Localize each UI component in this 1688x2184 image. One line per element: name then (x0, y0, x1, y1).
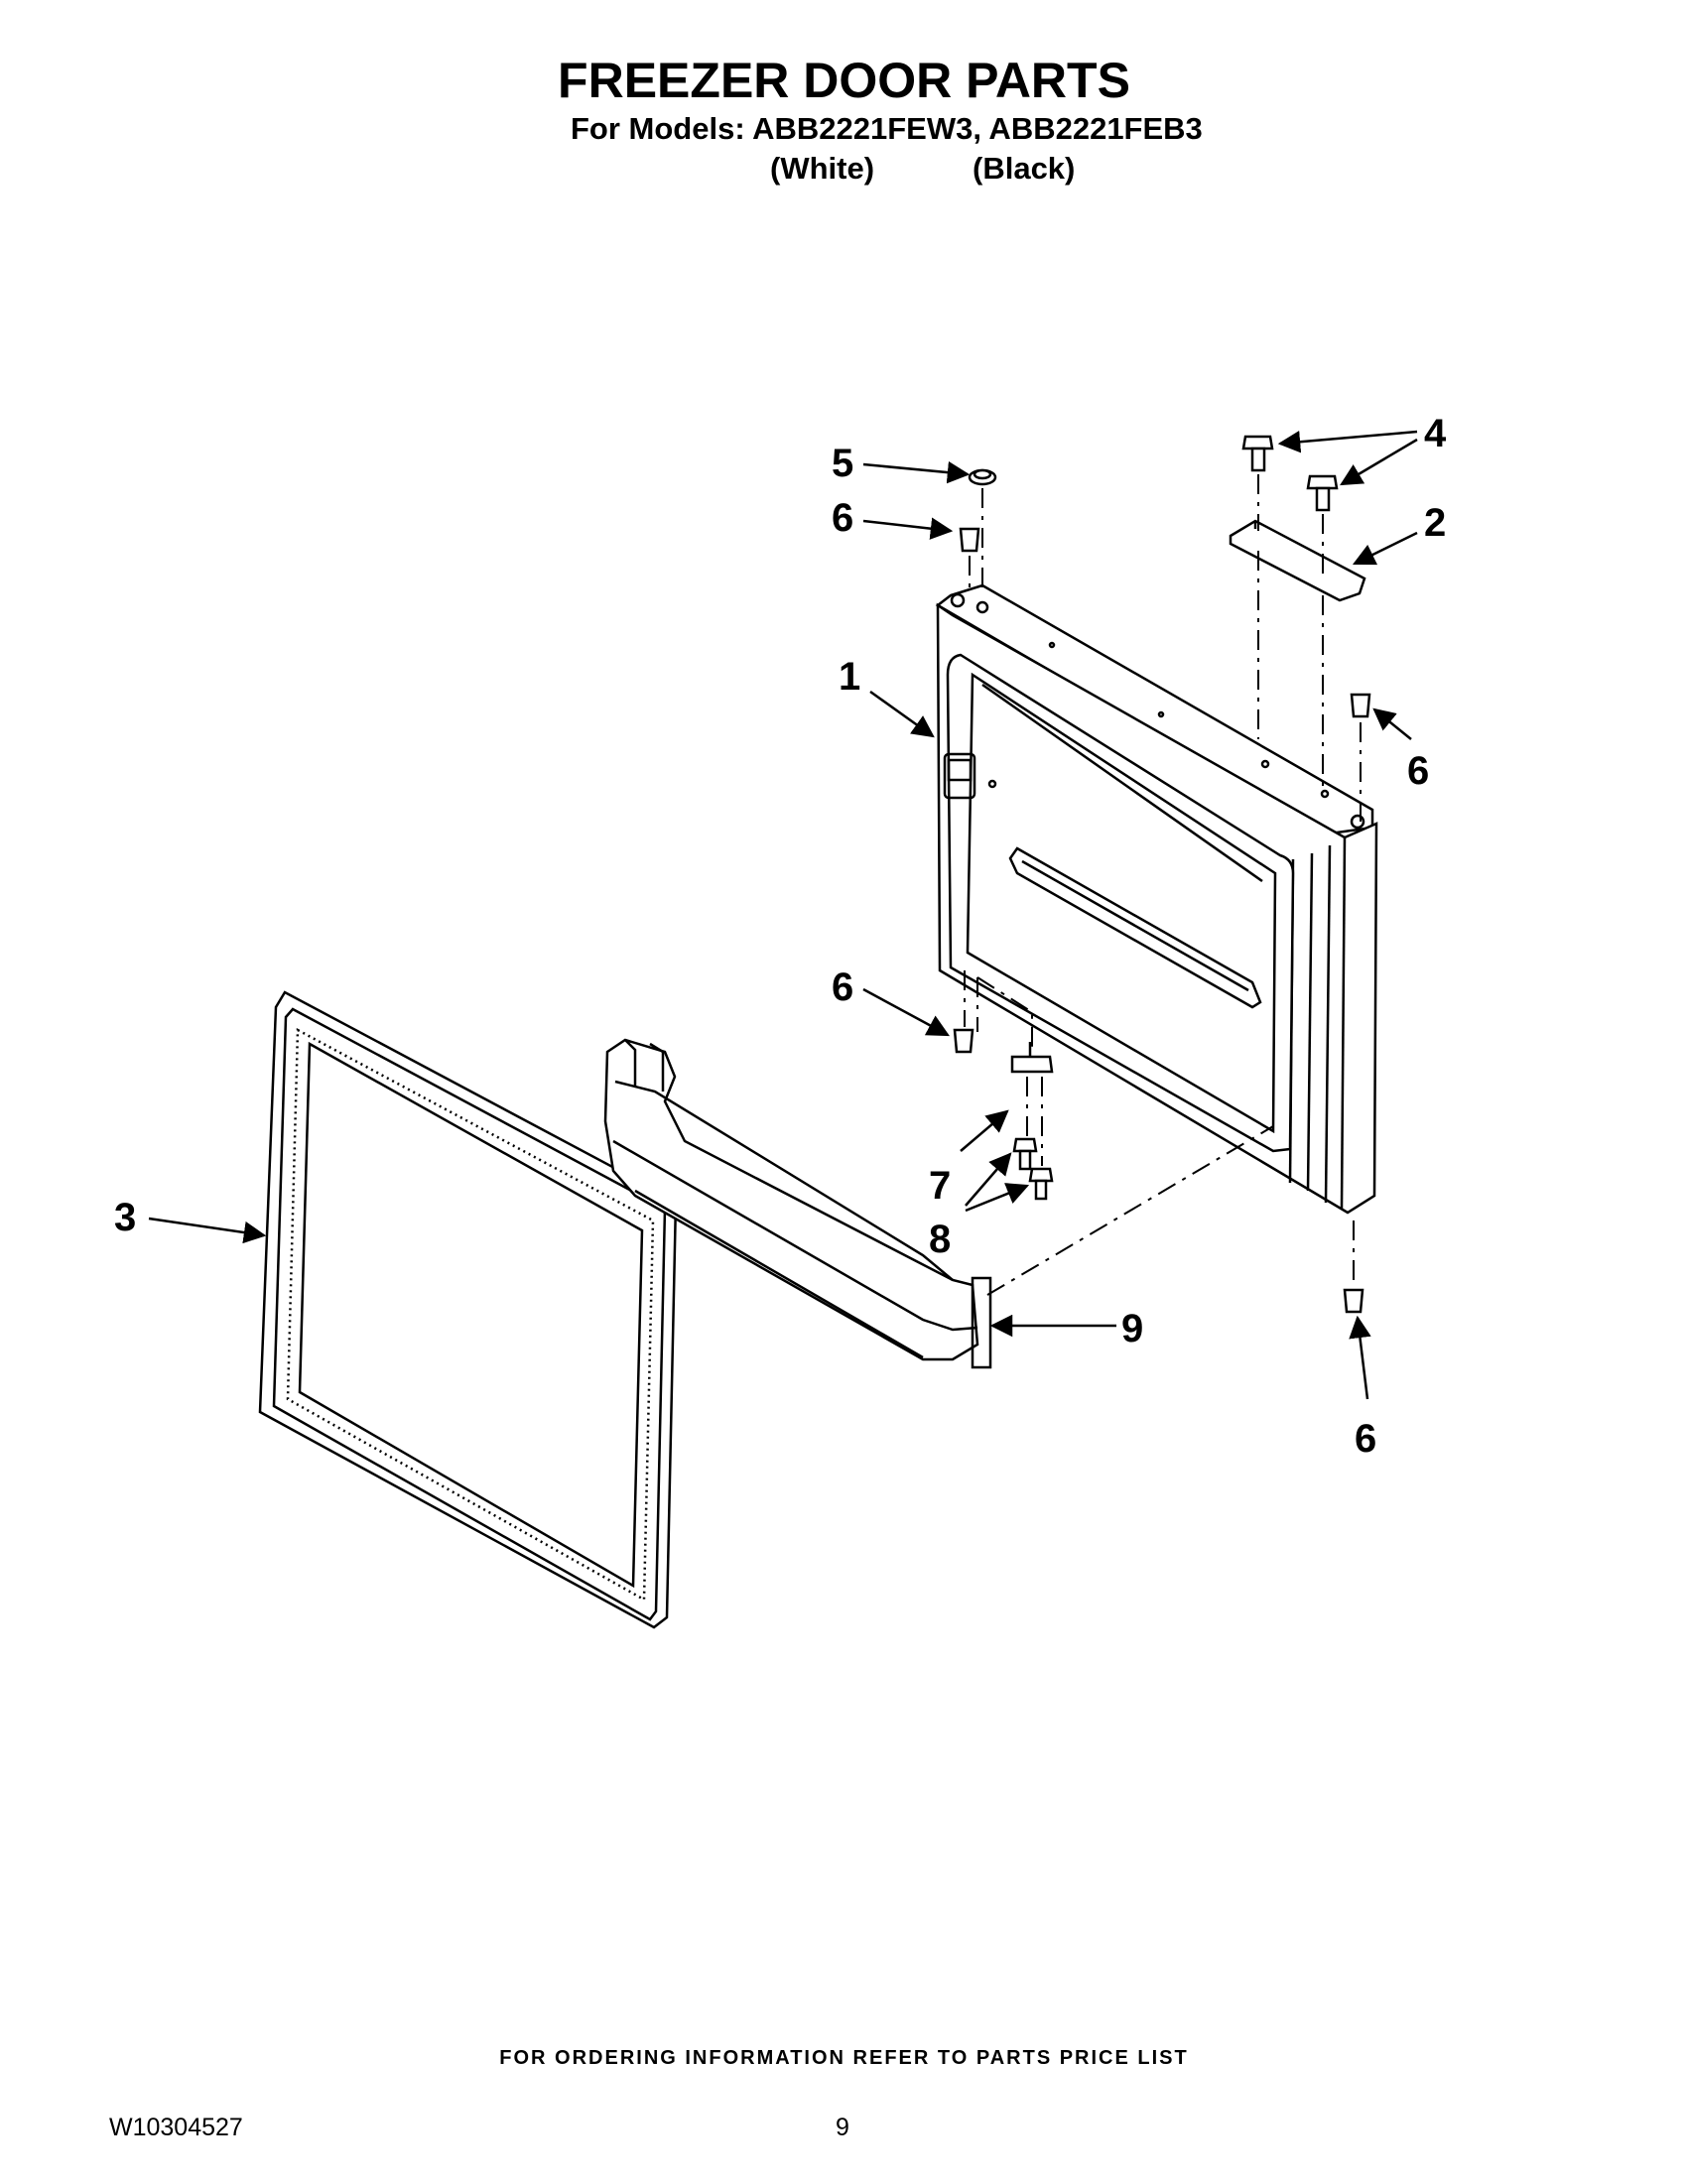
plug-button-part (968, 468, 997, 486)
callout-6-mid: 6 (832, 965, 853, 1009)
callout-leaders (148, 430, 1418, 1400)
hinge-screws-part (1241, 435, 1339, 512)
callout-7: 7 (929, 1164, 951, 1208)
models-line: For Models: ABB2221FEW3, ABB2221FEB3 (571, 111, 1203, 146)
callout-2: 2 (1424, 501, 1446, 545)
callout-3: 3 (114, 1196, 136, 1239)
ordering-note: FOR ORDERING INFORMATION REFER TO PARTS … (499, 2047, 1189, 2069)
page-title: FREEZER DOOR PARTS (558, 53, 1130, 108)
hinge-plate-part (1229, 519, 1366, 602)
bin-bracket-part (1010, 1042, 1054, 1074)
hinge-bushings-part (953, 527, 1371, 1314)
callout-8: 8 (929, 1218, 951, 1261)
callout-4: 4 (1424, 412, 1447, 455)
callout-1: 1 (839, 655, 860, 699)
callout-6-bottom: 6 (1355, 1417, 1376, 1461)
callout-5: 5 (832, 442, 853, 485)
bracket-screws-part (1012, 1137, 1054, 1201)
freezer-door-part (935, 583, 1378, 1215)
callout-6-top: 6 (832, 496, 853, 540)
callout-6-right: 6 (1407, 749, 1429, 793)
door-gasket-part (258, 990, 678, 1629)
page-number: 9 (836, 2114, 849, 2141)
variant-black: (Black) (973, 151, 1076, 186)
assembly-lines (964, 474, 1362, 1296)
callout-9: 9 (1121, 1307, 1143, 1350)
door-bin-part (603, 1038, 992, 1369)
document-number: W10304527 (109, 2114, 243, 2141)
variant-white: (White) (770, 151, 875, 186)
